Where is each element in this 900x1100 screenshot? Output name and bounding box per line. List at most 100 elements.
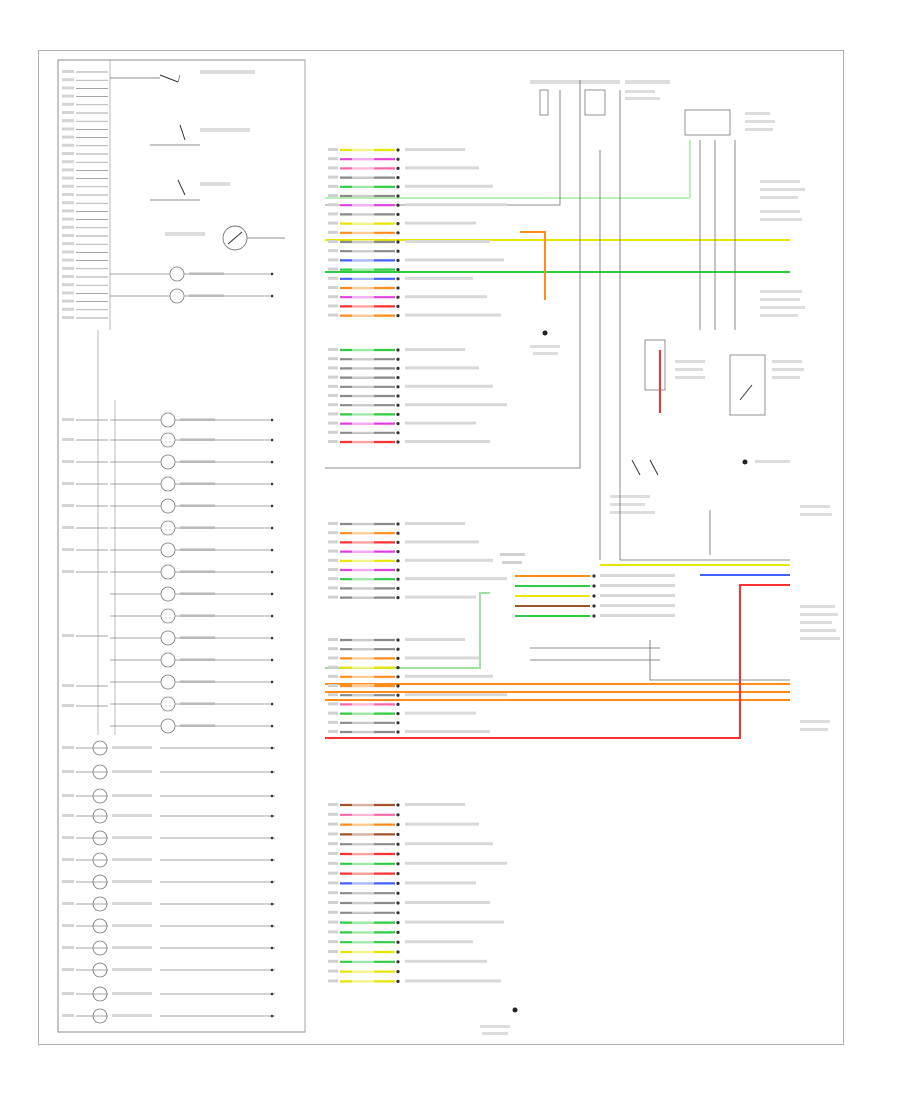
connector-pin-label	[328, 313, 338, 317]
wire-color-label	[352, 861, 374, 865]
splice-dot	[270, 658, 274, 662]
connector-terminal	[396, 940, 400, 944]
connector-pin-label	[328, 852, 338, 855]
connector-pin-label	[328, 730, 338, 733]
connector-pin-label	[328, 403, 338, 407]
pin-label	[62, 836, 74, 839]
connector-terminal	[396, 176, 400, 180]
connector-pin-label	[328, 412, 338, 416]
pin-label	[62, 946, 74, 949]
lamp-icon	[169, 266, 185, 282]
pin-label	[62, 291, 74, 295]
connector-pin-label	[328, 881, 338, 885]
circuit-label	[405, 295, 487, 299]
wire-color-label	[352, 286, 374, 289]
connector-terminal	[396, 385, 400, 389]
circuit-label	[405, 540, 479, 544]
connector-terminal	[396, 157, 400, 161]
pin-label	[62, 992, 74, 995]
lamp-label	[180, 680, 215, 683]
wire-color-label	[352, 166, 374, 170]
connector-terminal	[396, 166, 400, 170]
wire-color-label	[352, 891, 374, 895]
pin-label	[62, 704, 74, 707]
lamp-label	[180, 592, 215, 595]
wire-color-label	[352, 684, 374, 687]
connector-terminal	[396, 212, 400, 216]
connector-terminal	[396, 295, 400, 299]
pin-label	[62, 684, 74, 687]
circuit-label	[405, 861, 507, 865]
connector-pin-label	[328, 979, 338, 983]
pin-label	[62, 152, 74, 155]
wire-color-label	[352, 558, 374, 562]
splice-dot	[270, 548, 274, 552]
pin-label	[62, 924, 74, 927]
lamp-label	[112, 770, 152, 773]
pin-label	[62, 119, 74, 123]
connector-terminal	[396, 842, 400, 846]
circuit-label	[405, 221, 476, 225]
wire-color-label	[352, 647, 374, 651]
pin-label	[62, 250, 74, 254]
connector-terminal	[592, 614, 596, 618]
indicator-lamps	[92, 266, 275, 1024]
wire-color-label	[352, 959, 374, 963]
pin-label	[62, 209, 74, 213]
wire-color-label	[352, 901, 374, 904]
wire-color-label	[352, 852, 374, 855]
splice-dot	[270, 992, 274, 996]
wire-color-label	[352, 366, 374, 370]
pin-label	[62, 283, 74, 287]
connector-terminal	[396, 286, 400, 290]
circuit-label	[405, 558, 493, 562]
lamp-icon	[92, 918, 108, 934]
wire-color-label	[352, 412, 374, 416]
lamp-icon	[92, 896, 108, 912]
lamp-label	[112, 746, 152, 749]
connector-pin-label	[328, 421, 338, 425]
wire-color-label	[352, 403, 374, 407]
circuit-label	[405, 730, 490, 733]
splice-dot	[270, 836, 274, 840]
pin-label	[62, 217, 74, 221]
connector-terminal	[396, 881, 400, 886]
circuit-label	[600, 614, 675, 617]
splice-dot	[270, 902, 274, 906]
wire-color-label	[352, 313, 374, 317]
connector-terminal	[396, 422, 400, 426]
connector-terminal	[396, 277, 400, 281]
connector-pin-label	[328, 357, 338, 361]
switch-module-2	[729, 354, 804, 416]
wire-runs	[325, 80, 790, 739]
wire-color-label	[352, 832, 374, 836]
lamp-icon	[160, 476, 176, 492]
connector-pin-label	[328, 577, 338, 581]
wire-color-label	[352, 665, 374, 669]
pin-label	[62, 770, 74, 773]
splice-dot	[270, 680, 274, 684]
switch-module-1	[644, 339, 705, 391]
connector-pin-label	[328, 940, 338, 944]
wire-color-label	[352, 212, 374, 216]
connector-terminal	[396, 203, 400, 207]
connector-pin-label	[328, 558, 338, 562]
connector-terminal	[396, 348, 400, 352]
wire-color-label	[352, 842, 374, 846]
pin-label	[62, 86, 74, 90]
pin-label	[62, 193, 74, 196]
lamp-label	[112, 814, 152, 817]
wire-color-label	[352, 930, 374, 934]
connector-terminal	[592, 584, 596, 588]
connector-terminal	[396, 656, 400, 661]
circuit-label	[405, 384, 493, 388]
connector-pin-label	[328, 249, 338, 253]
wire-color-label	[352, 638, 374, 641]
wire-color-label	[352, 531, 374, 535]
ground-point-3	[480, 1007, 518, 1035]
connector-pin-label	[328, 366, 338, 370]
connector-name	[502, 561, 522, 564]
wire-color-label	[352, 421, 374, 425]
pin-label	[62, 794, 74, 797]
lamp-label	[180, 724, 215, 727]
